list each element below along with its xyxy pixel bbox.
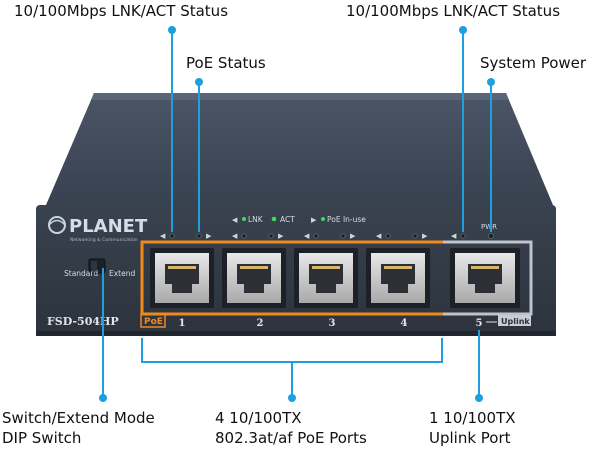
dot-lnk-right (459, 26, 467, 34)
svg-text:◀: ◀ (376, 232, 382, 240)
port-number-1: 1 (179, 318, 186, 329)
port-4-leds: ◀ ▶ (376, 232, 428, 240)
callout-poe-ports-line1: 4 10/100TX (215, 409, 302, 427)
callout-poe-status: PoE Status (186, 54, 266, 72)
led-legend-act-dot (271, 216, 277, 222)
callout-lnk-act-left: 10/100Mbps LNK/ACT Status (14, 2, 229, 20)
dip-switch[interactable]: Standard Extend (64, 258, 135, 278)
dip-label-extend: Extend (109, 269, 135, 278)
svg-text:◀: ◀ (451, 232, 457, 240)
poe-highlight-frame (140, 240, 443, 316)
rj45-port-2[interactable] (222, 248, 286, 308)
svg-text:◀: ◀ (232, 232, 238, 240)
dot-poe-ports (288, 394, 296, 402)
callout-dip-switch-line2: DIP Switch (2, 429, 82, 447)
svg-text:▶: ▶ (206, 232, 212, 240)
led-legend-lnk: LNK (248, 215, 264, 224)
port-number-2: 2 (257, 318, 264, 329)
dip-switch-slider[interactable] (91, 261, 97, 271)
model-name: FSD-504HP (47, 315, 119, 328)
callout-dots (99, 26, 495, 402)
led-legend-act: ACT (280, 215, 295, 224)
port-1-leds: ◀ ▶ (160, 232, 212, 240)
rj45-port-4[interactable] (366, 248, 430, 308)
uplink-highlight-frame (443, 240, 533, 316)
callout-uplink-line1: 1 10/100TX (429, 409, 516, 427)
callout-lines (102, 30, 492, 398)
port-number-4: 4 (401, 318, 408, 329)
callout-dip-switch-line1: Switch/Extend Mode (2, 409, 155, 427)
uplink-badge-box (498, 315, 531, 326)
poe-badge-box (140, 313, 166, 328)
callout-lnk-act-right: 10/100Mbps LNK/ACT Status (346, 2, 561, 20)
chassis-bottom-edge (36, 331, 556, 336)
rj45-port-1[interactable] (150, 248, 214, 308)
port-number-3: 3 (329, 318, 336, 329)
chassis-top-highlight (91, 93, 509, 100)
dot-lnk-left (168, 26, 176, 34)
svg-text:◀: ◀ (160, 232, 166, 240)
dot-dip (99, 394, 107, 402)
planet-logo: PLANET Networking & Communication (48, 216, 148, 243)
led-legend-arrow-left: ◀ (232, 216, 238, 224)
rj45-port-5[interactable] (450, 248, 520, 308)
pwr-label: PWR (481, 223, 497, 231)
led-legend-arrow-right: ▶ (311, 216, 317, 224)
led-legend-poe-dot (321, 217, 325, 221)
leader-poe-ports (141, 338, 443, 363)
led-legend-lnk-dot (242, 217, 246, 221)
rj45-port-3[interactable] (294, 248, 358, 308)
planet-globe-arc (48, 219, 66, 226)
dot-poe (195, 78, 203, 86)
svg-text:▶: ▶ (350, 232, 356, 240)
dot-uplink (475, 394, 483, 402)
uplink-badge: Uplink (501, 317, 530, 326)
brand-name: PLANET (69, 216, 148, 237)
pwr-led (488, 233, 494, 239)
port-led-row: ◀ ▶ ◀ ▶ ◀ ▶ ◀ ▶ ◀ (160, 232, 466, 240)
led-legend-poe: PoE In-use (327, 215, 366, 224)
svg-text:◀: ◀ (304, 232, 310, 240)
chassis-top (46, 93, 553, 205)
port-2-leds: ◀ ▶ (232, 232, 284, 240)
port-number-5: 5 (476, 318, 483, 329)
callout-system-power: System Power (480, 54, 587, 72)
brand-tagline: Networking & Communication (70, 237, 138, 243)
callout-uplink-line2: Uplink Port (429, 429, 511, 447)
port-3-leds: ◀ ▶ (304, 232, 356, 240)
svg-text:▶: ▶ (422, 232, 428, 240)
dip-label-standard: Standard (64, 269, 98, 278)
svg-text:▶: ▶ (278, 232, 284, 240)
dot-pwr (487, 78, 495, 86)
poe-badge: PoE (144, 317, 163, 327)
callout-poe-ports-line2: 802.3at/af PoE Ports (215, 429, 367, 447)
port-5-leds: ◀ (451, 232, 466, 240)
led-legend: ◀ LNK ACT ▶ PoE In-use (232, 215, 366, 224)
